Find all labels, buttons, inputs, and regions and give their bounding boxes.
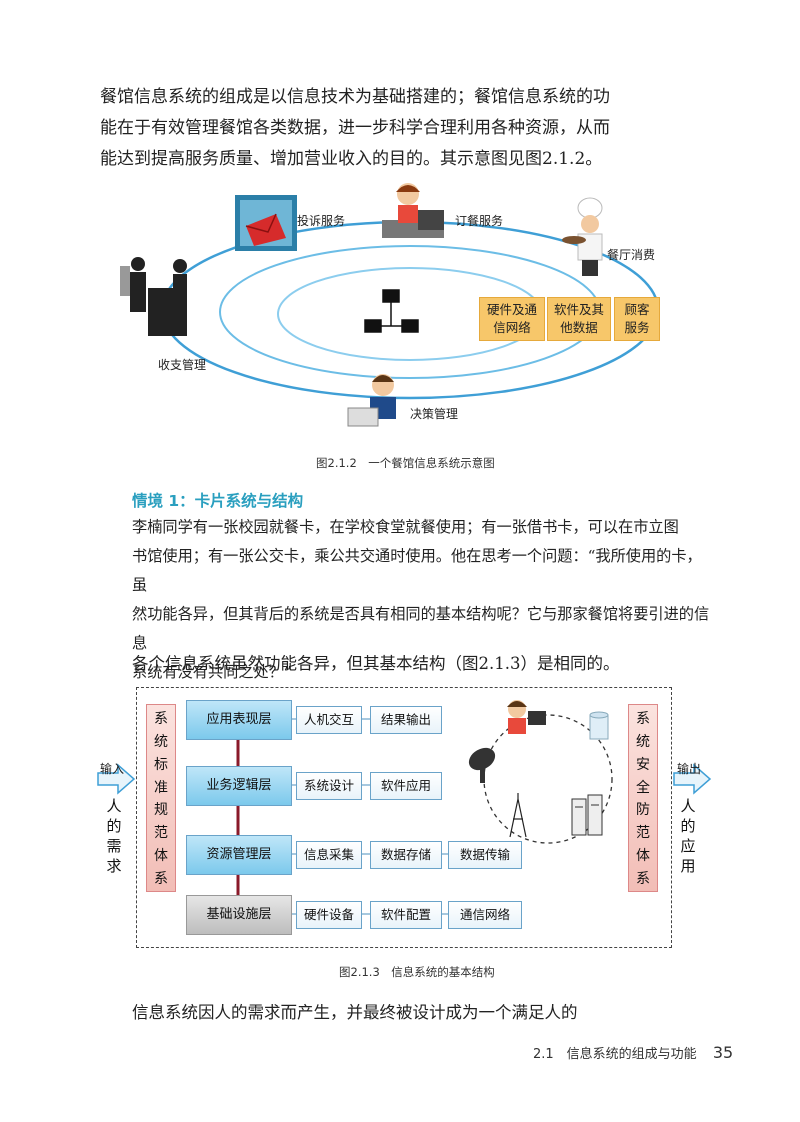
structure-paragraph: 各个信息系统虽然功能各异，但其基本结构（图2.1.3）是相同的。 bbox=[132, 654, 620, 673]
char: 安 bbox=[636, 756, 650, 773]
char: 标 bbox=[154, 756, 168, 773]
char: 体 bbox=[154, 848, 168, 865]
char: 规 bbox=[154, 802, 168, 819]
hci-box: 人机交互 bbox=[296, 706, 362, 734]
hardware-network-box: 硬件及通 信网络 bbox=[479, 297, 545, 341]
signal-tower-icon bbox=[509, 793, 527, 838]
scenario-line: 系统有没有共同之处？” bbox=[132, 663, 292, 681]
data-transmission-box: 数据传输 bbox=[448, 841, 522, 869]
section-title: 2.1 信息系统的组成与功能 bbox=[533, 1047, 697, 1062]
database-icon bbox=[589, 711, 609, 740]
software-config-box: 软件配置 bbox=[370, 901, 442, 929]
software-app-box: 软件应用 bbox=[370, 772, 442, 800]
char: 求 bbox=[106, 857, 122, 875]
input-label: 输入 bbox=[100, 762, 125, 776]
application-layer: 应用表现层 bbox=[186, 700, 292, 740]
hardware-device-box: 硬件设备 bbox=[296, 901, 362, 929]
char: 需 bbox=[106, 837, 122, 855]
box-line: 他数据 bbox=[560, 320, 598, 335]
standards-system-box: 系 统 标 准 规 范 体 系 bbox=[146, 704, 176, 892]
intro-line: 能达到提高服务质量、增加营业收入的目的。其示意图见图2.1.2。 bbox=[100, 149, 603, 169]
structure-diagram-frame bbox=[136, 687, 672, 948]
char: 的 bbox=[106, 817, 122, 835]
char: 人 bbox=[106, 797, 122, 815]
decision-label: 决策管理 bbox=[410, 407, 459, 421]
human-application-text: 人 的 应 用 bbox=[678, 796, 698, 876]
char: 系 bbox=[636, 871, 650, 887]
structure-diagram-graphics bbox=[97, 700, 712, 917]
scenario-line: 李楠同学有一张校园就餐卡，在学校食堂就餐使用；有一张借书卡，可以在市立图 bbox=[132, 518, 679, 536]
page-footer: 2.1 信息系统的组成与功能 35 bbox=[533, 1043, 733, 1062]
chef-icon bbox=[562, 197, 603, 276]
char: 防 bbox=[636, 802, 650, 819]
intro-line: 餐馆信息系统的组成是以信息技术为基础搭建的；餐馆信息系统的功 bbox=[100, 87, 610, 107]
scenario-line: 然功能各异，但其背后的系统是否具有相同的基本结构呢？它与那家餐馆将要引进的信息 bbox=[132, 605, 710, 652]
char: 范 bbox=[636, 825, 650, 842]
satellite-dish-icon bbox=[468, 747, 496, 783]
box-line: 服务 bbox=[624, 320, 650, 335]
char: 体 bbox=[636, 848, 650, 865]
complaint-envelope-icon bbox=[235, 195, 297, 251]
char: 统 bbox=[154, 733, 168, 750]
box-line: 软件及其 bbox=[553, 302, 604, 317]
order-service-label: 订餐服务 bbox=[455, 214, 504, 228]
char: 范 bbox=[154, 825, 168, 842]
comm-network-box: 通信网络 bbox=[448, 901, 522, 929]
scenario-paragraph: 李楠同学有一张校园就餐卡，在学校食堂就餐使用；有一张借书卡，可以在市立图 书馆使… bbox=[132, 513, 712, 687]
char: 准 bbox=[154, 779, 168, 796]
result-output-box: 结果输出 bbox=[370, 706, 442, 734]
char: 系 bbox=[154, 871, 168, 887]
char: 人 bbox=[680, 797, 696, 815]
box-line: 顾客 bbox=[624, 302, 650, 317]
scenario-line: 书馆使用；有一张公交卡，乘公共交通时使用。他在思考一个问题：“我所使用的卡，虽 bbox=[132, 547, 702, 594]
box-line: 硬件及通 bbox=[486, 302, 537, 317]
network-computers-icon bbox=[364, 289, 419, 333]
server-icon bbox=[571, 794, 603, 836]
char: 全 bbox=[636, 779, 650, 796]
closing-paragraph: 信息系统因人的需求而产生，并最终被设计成为一个满足人的 bbox=[132, 1003, 578, 1022]
operator-icon bbox=[507, 700, 546, 734]
intro-line: 能在于有效管理餐馆各类数据，进一步科学合理利用各种资源，从而 bbox=[100, 118, 610, 138]
char: 统 bbox=[636, 733, 650, 750]
security-system-box: 系 统 安 全 防 范 体 系 bbox=[628, 704, 658, 892]
output-label: 输出 bbox=[677, 762, 702, 776]
dining-label: 餐厅消费 bbox=[607, 248, 656, 262]
output-arrow bbox=[673, 763, 712, 795]
info-collection-box: 信息采集 bbox=[296, 841, 362, 869]
complaint-service-label: 投诉服务 bbox=[297, 214, 346, 228]
decision-manager-icon bbox=[347, 374, 396, 427]
figure-2-1-2-caption: 图2.1.2 一个餐馆信息系统示意图 bbox=[316, 456, 495, 470]
char: 应 bbox=[680, 837, 696, 855]
business-logic-layer: 业务逻辑层 bbox=[186, 766, 292, 806]
scenario-title: 情境 1：卡片系统与结构 bbox=[132, 492, 304, 510]
cashier-label: 收支管理 bbox=[158, 358, 207, 372]
resource-management-layer: 资源管理层 bbox=[186, 835, 292, 875]
software-data-box: 软件及其 他数据 bbox=[547, 297, 611, 341]
system-design-box: 系统设计 bbox=[296, 772, 362, 800]
order-staff-icon bbox=[382, 183, 444, 238]
char: 系 bbox=[154, 710, 168, 727]
page-number: 35 bbox=[712, 1043, 734, 1062]
infrastructure-layer: 基础设施层 bbox=[186, 895, 292, 935]
char: 用 bbox=[680, 857, 696, 875]
intro-paragraph: 餐馆信息系统的组成是以信息技术为基础搭建的；餐馆信息系统的功 能在于有效管理餐馆… bbox=[100, 82, 690, 175]
data-storage-box: 数据存储 bbox=[370, 841, 442, 869]
box-line: 信网络 bbox=[493, 320, 531, 335]
cashier-silhouette-icon bbox=[120, 257, 187, 336]
figure-2-1-3-caption: 图2.1.3 信息系统的基本结构 bbox=[339, 965, 495, 979]
char: 系 bbox=[636, 710, 650, 727]
input-arrow bbox=[97, 763, 136, 795]
restaurant-system-diagram bbox=[120, 183, 660, 427]
char: 的 bbox=[680, 817, 696, 835]
customer-service-box: 顾客 服务 bbox=[614, 297, 660, 341]
human-needs-text: 人 的 需 求 bbox=[104, 796, 124, 876]
